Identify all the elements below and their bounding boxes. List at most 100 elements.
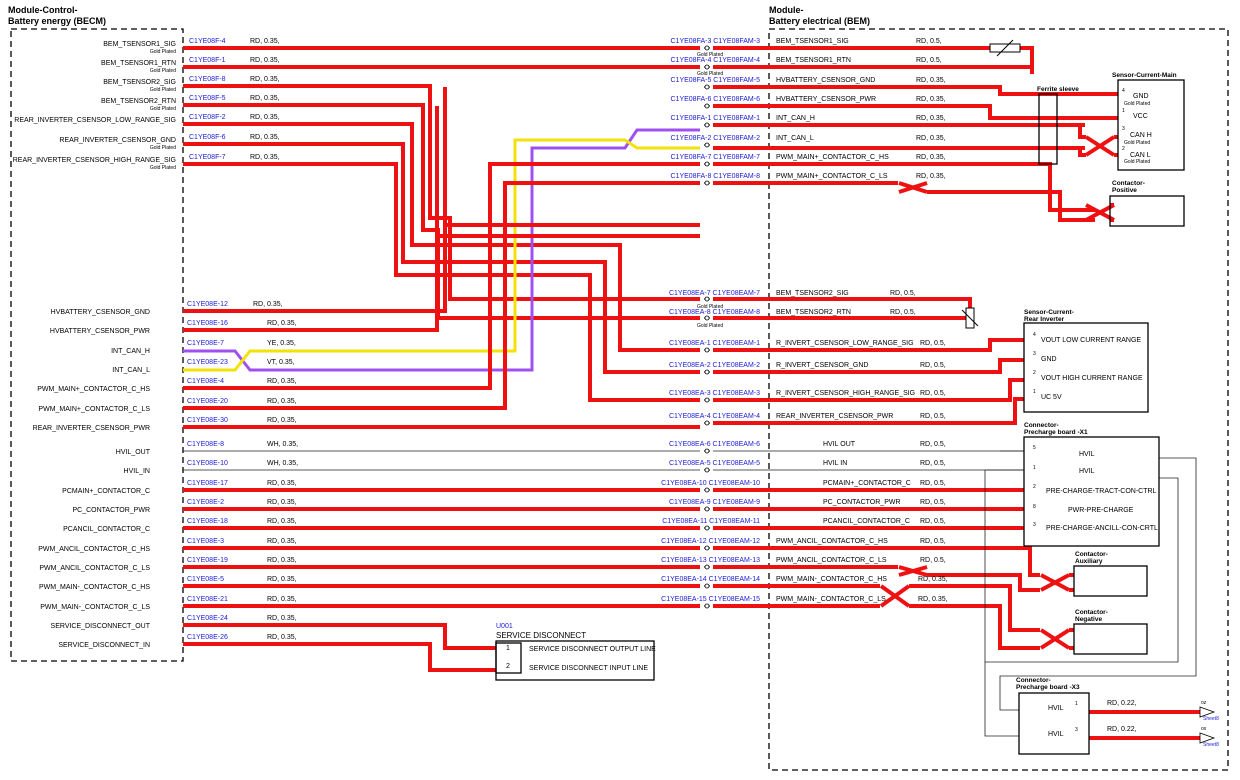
current-main-title: Sensor-Current-Main	[1112, 72, 1177, 79]
precharge-x1-box	[1023, 436, 1160, 547]
bem-wire-label: BEM_TSENSOR2_SIG	[776, 290, 849, 297]
mid-connector-code: C1YE08FA-7 C1YE08FAM-7	[671, 154, 761, 161]
bem-wire-label: PWM_ANCIL_CONTACTOR_C_HS	[776, 538, 888, 545]
wire-main-plus-hs-in	[183, 162, 700, 390]
mid-connector-code: C1YE08EA-3 C1YE08EAM-3	[669, 390, 760, 397]
connector-code: C1YE08F-1	[189, 57, 226, 64]
mid-connector-code: C1YE08FA-5 C1YE08FAM-5	[671, 77, 761, 84]
connector-pin	[704, 467, 710, 473]
gold-plated-note: Gold Plated	[150, 145, 176, 151]
contactor-aux-title: Contactor-	[1075, 551, 1108, 558]
bem-wire-label: R_INVERT_CSENSOR_LOW_RANGE_SIG	[776, 340, 914, 347]
wire-spec: RD, 0.5,	[920, 413, 946, 420]
bem-wire-label: HVBATTERY_CSENSOR_PWR	[776, 96, 876, 103]
wire-sd-out	[183, 623, 496, 650]
mid-connector-code: C1YE08FA-2 C1YE08FAM-2	[671, 135, 761, 142]
svg-text:UC 5V: UC 5V	[1041, 394, 1062, 401]
bem-wire-label: PWM_MAIN+_CONTACTOR_C_LS	[776, 173, 888, 180]
mid-connector-code: C1YE08EA-1 C1YE08EAM-1	[669, 340, 760, 347]
contactor-neg-title: Contactor-	[1075, 609, 1108, 616]
wire-rinv-pwr-out	[713, 397, 1024, 425]
wire-twist	[879, 584, 911, 608]
becm-pin-label: SERVICE_DISCONNECT_IN	[58, 642, 150, 649]
svg-text:Precharge board -X1: Precharge board -X1	[1024, 429, 1088, 436]
wire-tsensor1-rtn-out	[713, 65, 1034, 74]
mid-connector-code: C1YE08EA-2 C1YE08EAM-2	[669, 362, 760, 369]
connector-pin	[704, 180, 710, 186]
connector-pin	[704, 347, 710, 353]
becm-pin-label: HVIL_OUT	[116, 449, 151, 456]
rear-inverter-pins: 4 VOUT LOW CURRENT RANGE 3 GND 2 VOUT HI…	[1033, 332, 1143, 401]
connector-code: C1YE08E-2	[187, 499, 224, 506]
wire-spec: RD, 0.35,	[267, 480, 297, 487]
svg-text:3: 3	[1033, 351, 1036, 357]
ferrite-sleeve	[1038, 93, 1058, 165]
gold-plated-note: Gold Plated	[150, 68, 176, 74]
bem-title-1: Module-	[769, 5, 804, 15]
svg-text:Rear Inverter: Rear Inverter	[1024, 316, 1065, 323]
wire-rinv-high-out	[713, 378, 1024, 402]
svg-text:Negative: Negative	[1075, 616, 1102, 623]
wire-spec: WH, 0.35,	[267, 441, 298, 448]
mid-connector-code: C1YE08FA-8 C1YE08FAM-8	[671, 173, 761, 180]
wire-rear-inv-high	[183, 162, 700, 402]
wire-spec: RD, 0.5,	[920, 557, 946, 564]
connector-pin	[704, 103, 710, 109]
wire-ancil-ls-b	[927, 573, 1040, 592]
wire-spec: RD, 0.35,	[250, 76, 280, 83]
connector-pin	[704, 296, 710, 302]
connector-pin	[704, 64, 710, 70]
svg-text:GND: GND	[1133, 93, 1149, 100]
contactor-positive-title: Contactor-	[1112, 180, 1145, 187]
gold-plated-note: Gold Plated	[150, 49, 176, 55]
svg-text:GND: GND	[1041, 356, 1057, 363]
becm-pin-label: HVBATTERY_CSENSOR_GND	[51, 309, 150, 316]
svg-text:Sheet8: Sheet8	[1203, 716, 1219, 722]
wire-spec: RD, 0.35,	[267, 615, 297, 622]
becm-pin-label: INT_CAN_H	[111, 348, 150, 355]
becm-title-2: Battery energy (BECM)	[8, 16, 106, 26]
wire-spec: RD, 0.35,	[267, 634, 297, 641]
becm-pin-label: PWM_MAIN-_CONTACTOR_C_HS	[39, 584, 150, 591]
svg-text:HVIL: HVIL	[1048, 705, 1064, 712]
wire-main-minus-ls-b	[909, 604, 1040, 650]
connector-pin	[704, 397, 710, 403]
svg-text:Positive: Positive	[1112, 187, 1137, 194]
wire-spec: RD, 0.5,	[920, 390, 946, 397]
becm-pin-label: PWM_MAIN+_CONTACTOR_C_HS	[37, 386, 150, 393]
wire-spec: RD, 0.35,	[253, 301, 283, 308]
mid-connector-code: C1YE08EA-5 C1YE08EAM-5	[669, 460, 760, 467]
connector-code: C1YE08E-30	[187, 417, 228, 424]
bem-wire-label: REAR_INVERTER_CSENSOR_PWR	[776, 413, 893, 420]
wire-spec: RD, 0.35,	[250, 154, 280, 161]
svg-text:2: 2	[1033, 370, 1036, 376]
connector-code: C1YE08F-6	[189, 134, 226, 141]
svg-text:oz: oz	[1201, 700, 1207, 706]
connector-code: C1YE08F-4	[189, 38, 226, 45]
wire-spec: RD, 0.35,	[250, 95, 280, 102]
becm-pin-label: REAR_INVERTER_CSENSOR_HIGH_RANGE_SIG	[13, 157, 176, 164]
wire-spec: RD, 0.35,	[250, 134, 280, 141]
wire-spec: RD, 0.5,	[920, 362, 946, 369]
becm-pin-label: BEM_TSENSOR1_RTN	[101, 60, 176, 67]
wire-spec: RD, 0.5,	[920, 480, 946, 487]
mid-connector-code: C1YE08EA-4 C1YE08EAM-4	[669, 413, 760, 420]
wire-spec: RD, 0.35,	[916, 96, 946, 103]
wire-layer	[183, 46, 1200, 740]
bem-module-box	[768, 28, 1229, 771]
wire-spec: RD, 0.35,	[916, 154, 946, 161]
precharge-x3-title: Connector-	[1016, 677, 1051, 684]
becm-pin-label: PCMAIN+_CONTACTOR_C	[62, 488, 150, 495]
connector-pin	[704, 603, 710, 609]
svg-text:VOUT LOW CURRENT RANGE: VOUT LOW CURRENT RANGE	[1041, 337, 1141, 344]
mid-connector-code: C1YE08EA-10 C1YE08EAM-10	[661, 480, 760, 487]
bem-wire-label: PWM_MAIN-_CONTACTOR_C_HS	[776, 576, 887, 583]
wire-tsensor2-rtn-out	[713, 316, 972, 328]
sheet-ref-arrow	[1199, 732, 1216, 744]
wire-spec: RD, 0.5,	[890, 309, 916, 316]
becm-pin-label: REAR_INVERTER_CSENSOR_LOW_RANGE_SIG	[14, 117, 176, 124]
bem-wire-label: R_INVERT_CSENSOR_GND	[776, 362, 868, 369]
svg-text:HVIL: HVIL	[1079, 451, 1095, 458]
svg-text:3: 3	[1075, 727, 1078, 733]
